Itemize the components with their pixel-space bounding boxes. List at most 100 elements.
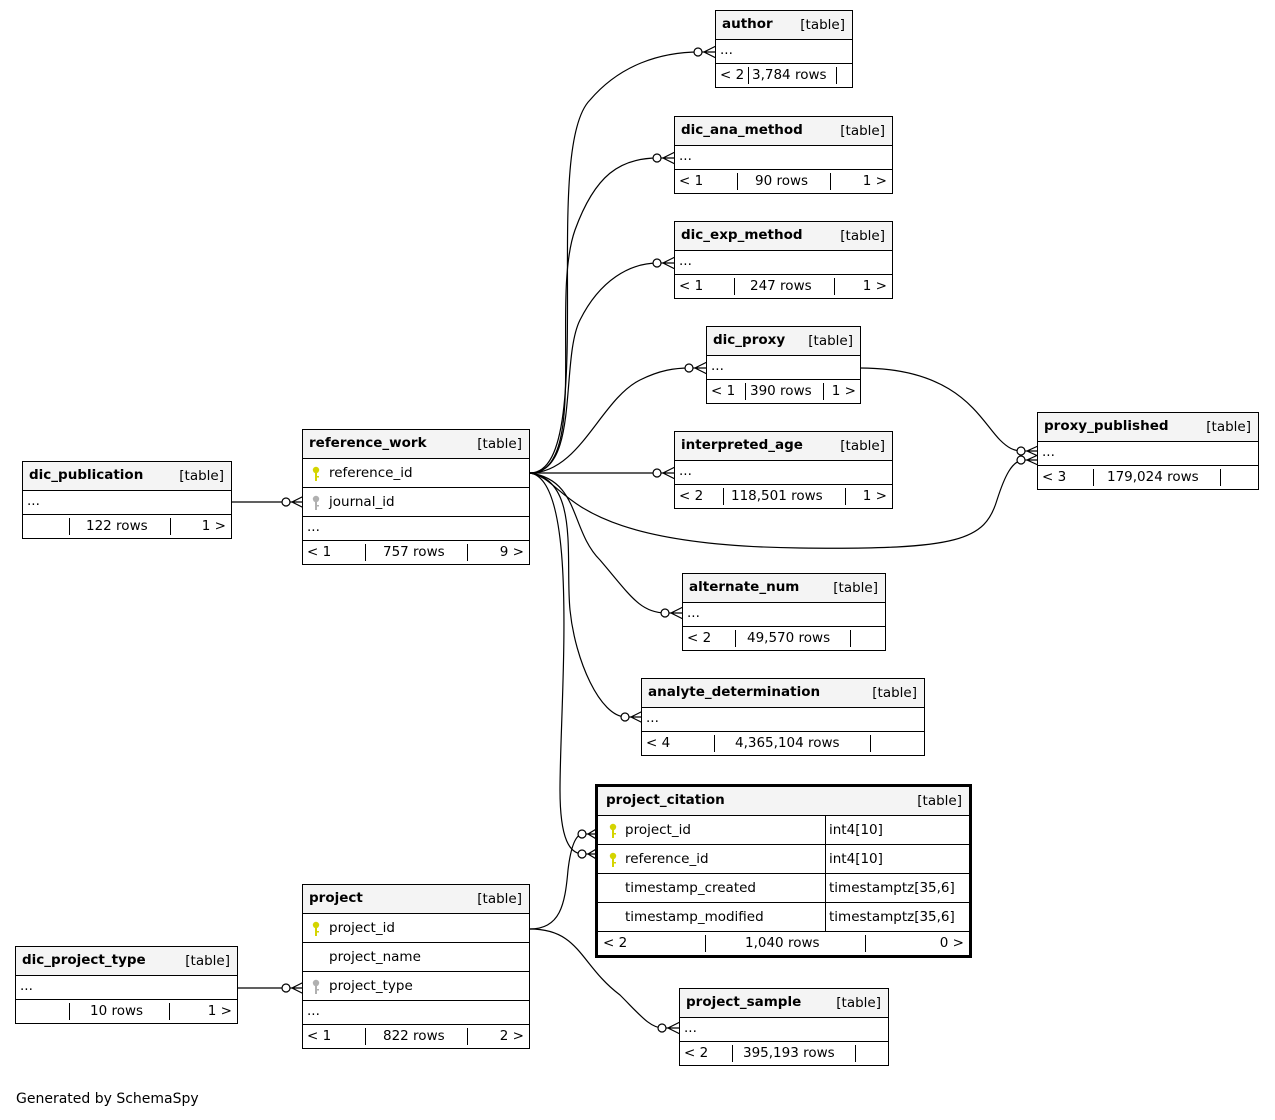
parents-count[interactable]: < 2 [687, 630, 712, 646]
column-row[interactable]: reference_id [303, 459, 529, 488]
parents-count[interactable]: < 1 [711, 383, 736, 399]
table-header: interpreted_age [table] [675, 432, 892, 461]
children-count[interactable]: 1 > [862, 488, 887, 504]
parents-count[interactable]: < 2 [720, 67, 745, 83]
parents-count[interactable]: < 1 [307, 1028, 332, 1044]
column-row[interactable]: timestamp_modified timestamptz[35,6] [598, 903, 969, 932]
column-row[interactable]: timestamp_created timestamptz[35,6] [598, 874, 969, 903]
row-count: 90 rows [755, 173, 809, 189]
primary-key-icon [609, 852, 617, 867]
table-name[interactable]: alternate_num [689, 579, 800, 595]
parents-count[interactable]: < 1 [679, 278, 704, 294]
edge-reference-work-proxy-published [529, 459, 1023, 549]
table-name[interactable]: reference_work [309, 435, 427, 451]
column-row[interactable]: journal_id [303, 488, 529, 517]
table-name[interactable]: dic_ana_method [681, 122, 803, 138]
parents-count[interactable]: < 2 [684, 1045, 709, 1061]
children-count[interactable]: 1 > [201, 518, 226, 534]
table-name[interactable]: interpreted_age [681, 437, 803, 453]
table-interpreted-age[interactable]: interpreted_age [table] ... < 2 118,501 … [674, 431, 893, 509]
table-name[interactable]: dic_publication [29, 467, 144, 483]
edge-reference-work-dic-exp-method [529, 262, 659, 474]
row-count: 49,570 rows [747, 630, 831, 646]
table-header: project_citation [table] [598, 787, 969, 816]
table-project-citation[interactable]: project_citation [table] project_id int4… [595, 784, 972, 958]
table-alternate-num[interactable]: alternate_num [table] ... < 2 49,570 row… [682, 573, 886, 651]
table-name[interactable]: author [722, 16, 773, 32]
marker-proxy-published-1 [1016, 445, 1039, 457]
children-count[interactable]: 1 > [831, 383, 856, 399]
column-row[interactable]: project_name [303, 943, 529, 972]
divider [737, 173, 738, 190]
children-count[interactable]: 1 > [862, 173, 887, 189]
table-header: project [table] [303, 885, 529, 914]
marker-dic-exp-method [652, 256, 676, 270]
divider [732, 1045, 733, 1062]
table-name[interactable]: dic_proxy [713, 332, 786, 348]
table-kind: [table] [179, 468, 224, 484]
marker-analyte-determination [620, 710, 644, 724]
row-count: 1,040 rows [745, 935, 820, 951]
column-row[interactable]: project_type [303, 972, 529, 1001]
parents-count[interactable]: < 1 [307, 544, 332, 560]
columns-ellipsis: ... [23, 491, 231, 515]
divider [69, 1003, 70, 1020]
divider [705, 935, 706, 952]
table-analyte-determination[interactable]: analyte_determination [table] ... < 4 4,… [641, 678, 925, 756]
table-project-sample[interactable]: project_sample [table] ... < 2 395,193 r… [679, 988, 889, 1066]
table-dic-ana-method[interactable]: dic_ana_method [table] ... < 1 90 rows 1… [674, 116, 893, 194]
children-count[interactable]: 1 > [207, 1003, 232, 1019]
marker-project-sample [657, 1021, 681, 1035]
children-count[interactable]: 9 > [499, 544, 524, 560]
parents-count[interactable]: < 1 [679, 173, 704, 189]
table-header: dic_project_type [table] [16, 947, 237, 976]
table-footer: < 1 822 rows 2 > [303, 1025, 529, 1048]
parents-count[interactable]: < 3 [1042, 469, 1067, 485]
children-count[interactable]: 0 > [939, 935, 964, 951]
table-dic-proxy[interactable]: dic_proxy [table] ... < 1 390 rows 1 > [706, 326, 861, 404]
columns-ellipsis: ... [683, 603, 885, 627]
table-reference-work[interactable]: reference_work [table] reference_id jour… [302, 429, 530, 565]
table-name[interactable]: analyte_determination [648, 684, 821, 700]
table-name[interactable]: dic_exp_method [681, 227, 803, 243]
marker-interpreted-age [652, 466, 676, 480]
table-name[interactable]: project [309, 890, 363, 906]
divider [850, 630, 851, 647]
table-name[interactable]: proxy_published [1044, 418, 1169, 434]
table-footer: < 2 49,570 rows [683, 627, 885, 650]
table-dic-exp-method[interactable]: dic_exp_method [table] ... < 1 247 rows … [674, 221, 893, 299]
column-row[interactable]: project_id int4[10] [598, 816, 969, 845]
divider [834, 278, 835, 295]
column-type: int4[10] [825, 816, 883, 844]
table-author[interactable]: author [table] ... < 2 3,784 rows [715, 10, 853, 88]
parents-count[interactable]: < 2 [679, 488, 704, 504]
divider [170, 518, 171, 535]
table-kind: [table] [840, 123, 885, 139]
row-count: 4,365,104 rows [735, 735, 840, 751]
children-count[interactable]: 2 > [499, 1028, 524, 1044]
table-name[interactable]: project_citation [606, 792, 725, 808]
table-footer: < 3 179,024 rows [1038, 466, 1258, 489]
foreign-key-icon [312, 979, 320, 994]
parents-count[interactable]: < 4 [646, 735, 671, 751]
table-project[interactable]: project [table] project_id project_name … [302, 884, 530, 1049]
table-proxy-published[interactable]: proxy_published [table] ... < 3 179,024 … [1037, 412, 1259, 490]
column-row[interactable]: reference_id int4[10] [598, 845, 969, 874]
table-name[interactable]: dic_project_type [22, 952, 146, 968]
table-name[interactable]: project_sample [686, 994, 802, 1010]
children-count[interactable]: 1 > [862, 278, 887, 294]
column-row[interactable]: project_id [303, 914, 529, 943]
table-kind: [table] [872, 685, 917, 701]
marker-dic-ana-method [652, 151, 676, 165]
parents-count[interactable]: < 2 [603, 935, 628, 951]
table-dic-publication[interactable]: dic_publication [table] ... 122 rows 1 > [22, 461, 232, 539]
divider [865, 935, 866, 952]
table-kind: [table] [808, 333, 853, 349]
table-kind: [table] [477, 891, 522, 907]
divider [467, 544, 468, 561]
divider [365, 544, 366, 561]
table-header: project_sample [table] [680, 989, 888, 1018]
row-count: 122 rows [86, 518, 148, 534]
table-dic-project-type[interactable]: dic_project_type [table] ... 10 rows 1 > [15, 946, 238, 1024]
divider [823, 383, 824, 400]
